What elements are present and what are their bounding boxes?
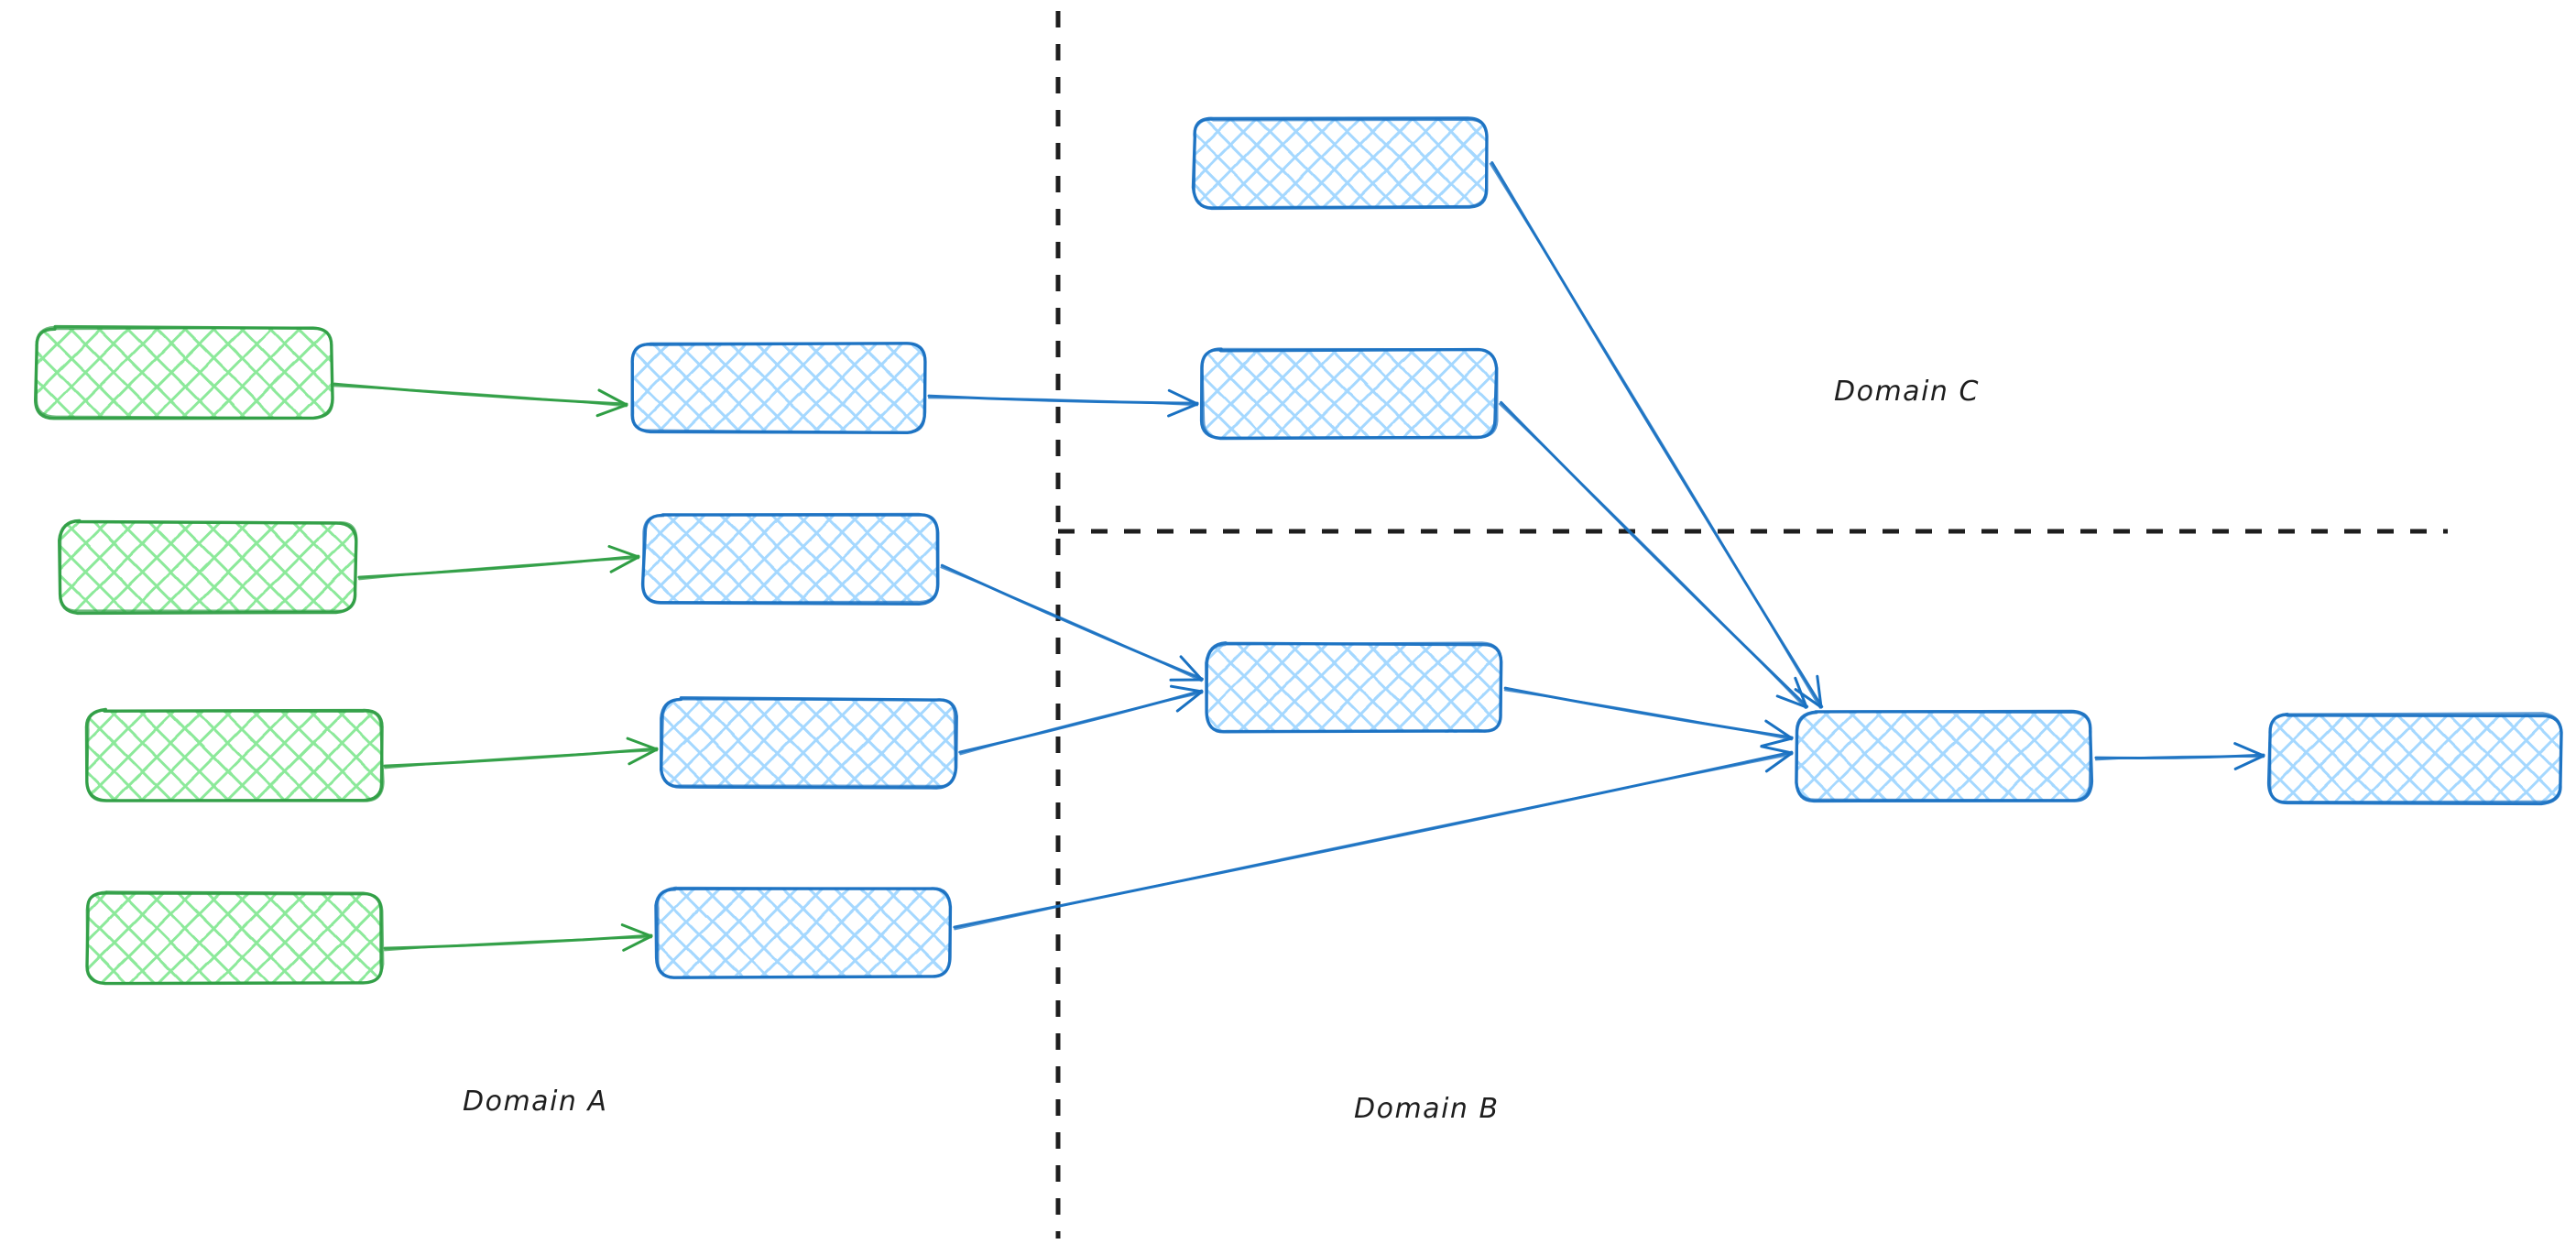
edge-arrowhead — [597, 405, 627, 416]
edge-c1-c2 — [2096, 744, 2264, 769]
node-fill — [1207, 644, 1501, 733]
edge-b2-c1 — [1500, 402, 1807, 708]
edge-arrowhead — [1172, 686, 1203, 692]
node-fill — [86, 711, 381, 801]
edge-a3-m3 — [385, 738, 657, 768]
edge-arrowhead — [1169, 404, 1197, 416]
edge-a1-m1 — [334, 384, 627, 416]
edge-m4-c1 — [955, 747, 1792, 930]
domain-b-node-2[interactable] — [1202, 349, 1498, 439]
edge-b3-c1 — [1505, 688, 1792, 746]
node-fill — [1203, 350, 1497, 439]
domain-c-label: Domain C — [1834, 376, 1980, 408]
edge-arrowhead — [1762, 747, 1792, 753]
edge-arrowhead — [1762, 738, 1792, 746]
domain-a-service-1[interactable] — [632, 344, 925, 433]
node-fill — [632, 344, 925, 431]
domain-c-hub-node[interactable] — [1796, 712, 2091, 802]
node-fill — [36, 328, 331, 418]
edge-arrowhead — [2235, 744, 2264, 756]
domain-b-node-1[interactable] — [1194, 118, 1488, 209]
domain-a-service-2[interactable] — [643, 514, 938, 604]
edge-arrowhead — [628, 738, 657, 749]
node-fill — [657, 889, 951, 977]
domain-c-output-node[interactable] — [2269, 714, 2562, 804]
edge-arrowhead — [622, 925, 651, 936]
domain-b-node-3[interactable] — [1206, 643, 1501, 733]
node-fill — [1797, 713, 2090, 801]
domain-b-label: Domain B — [1354, 1093, 1500, 1125]
node-fill — [1194, 119, 1488, 208]
edge-b1-c1 — [1490, 163, 1822, 708]
domain-a-node-4[interactable] — [87, 892, 383, 984]
edge-m3-b3 — [960, 686, 1203, 754]
edge-m2-b3 — [941, 565, 1202, 681]
edge-a2-m2 — [359, 547, 639, 580]
node-fill — [87, 893, 382, 983]
domain-a-label: Domain A — [463, 1086, 607, 1118]
domain-a-node-2[interactable] — [60, 521, 357, 614]
nodes-layer — [36, 118, 2562, 984]
domain-a-node-3[interactable] — [86, 710, 383, 802]
edge-a4-m4 — [385, 925, 651, 951]
node-fill — [2269, 715, 2560, 803]
node-fill — [662, 699, 955, 788]
domain-a-service-3[interactable] — [661, 698, 956, 788]
edge-m1-b2 — [929, 390, 1197, 416]
node-fill — [644, 515, 937, 604]
domain-a-service-4[interactable] — [656, 888, 951, 977]
edges-layer — [334, 163, 2264, 951]
edge-arrowhead — [2235, 756, 2264, 769]
domain-a-node-1[interactable] — [36, 327, 333, 419]
edge-arrowhead — [609, 547, 639, 558]
node-fill — [60, 522, 355, 612]
